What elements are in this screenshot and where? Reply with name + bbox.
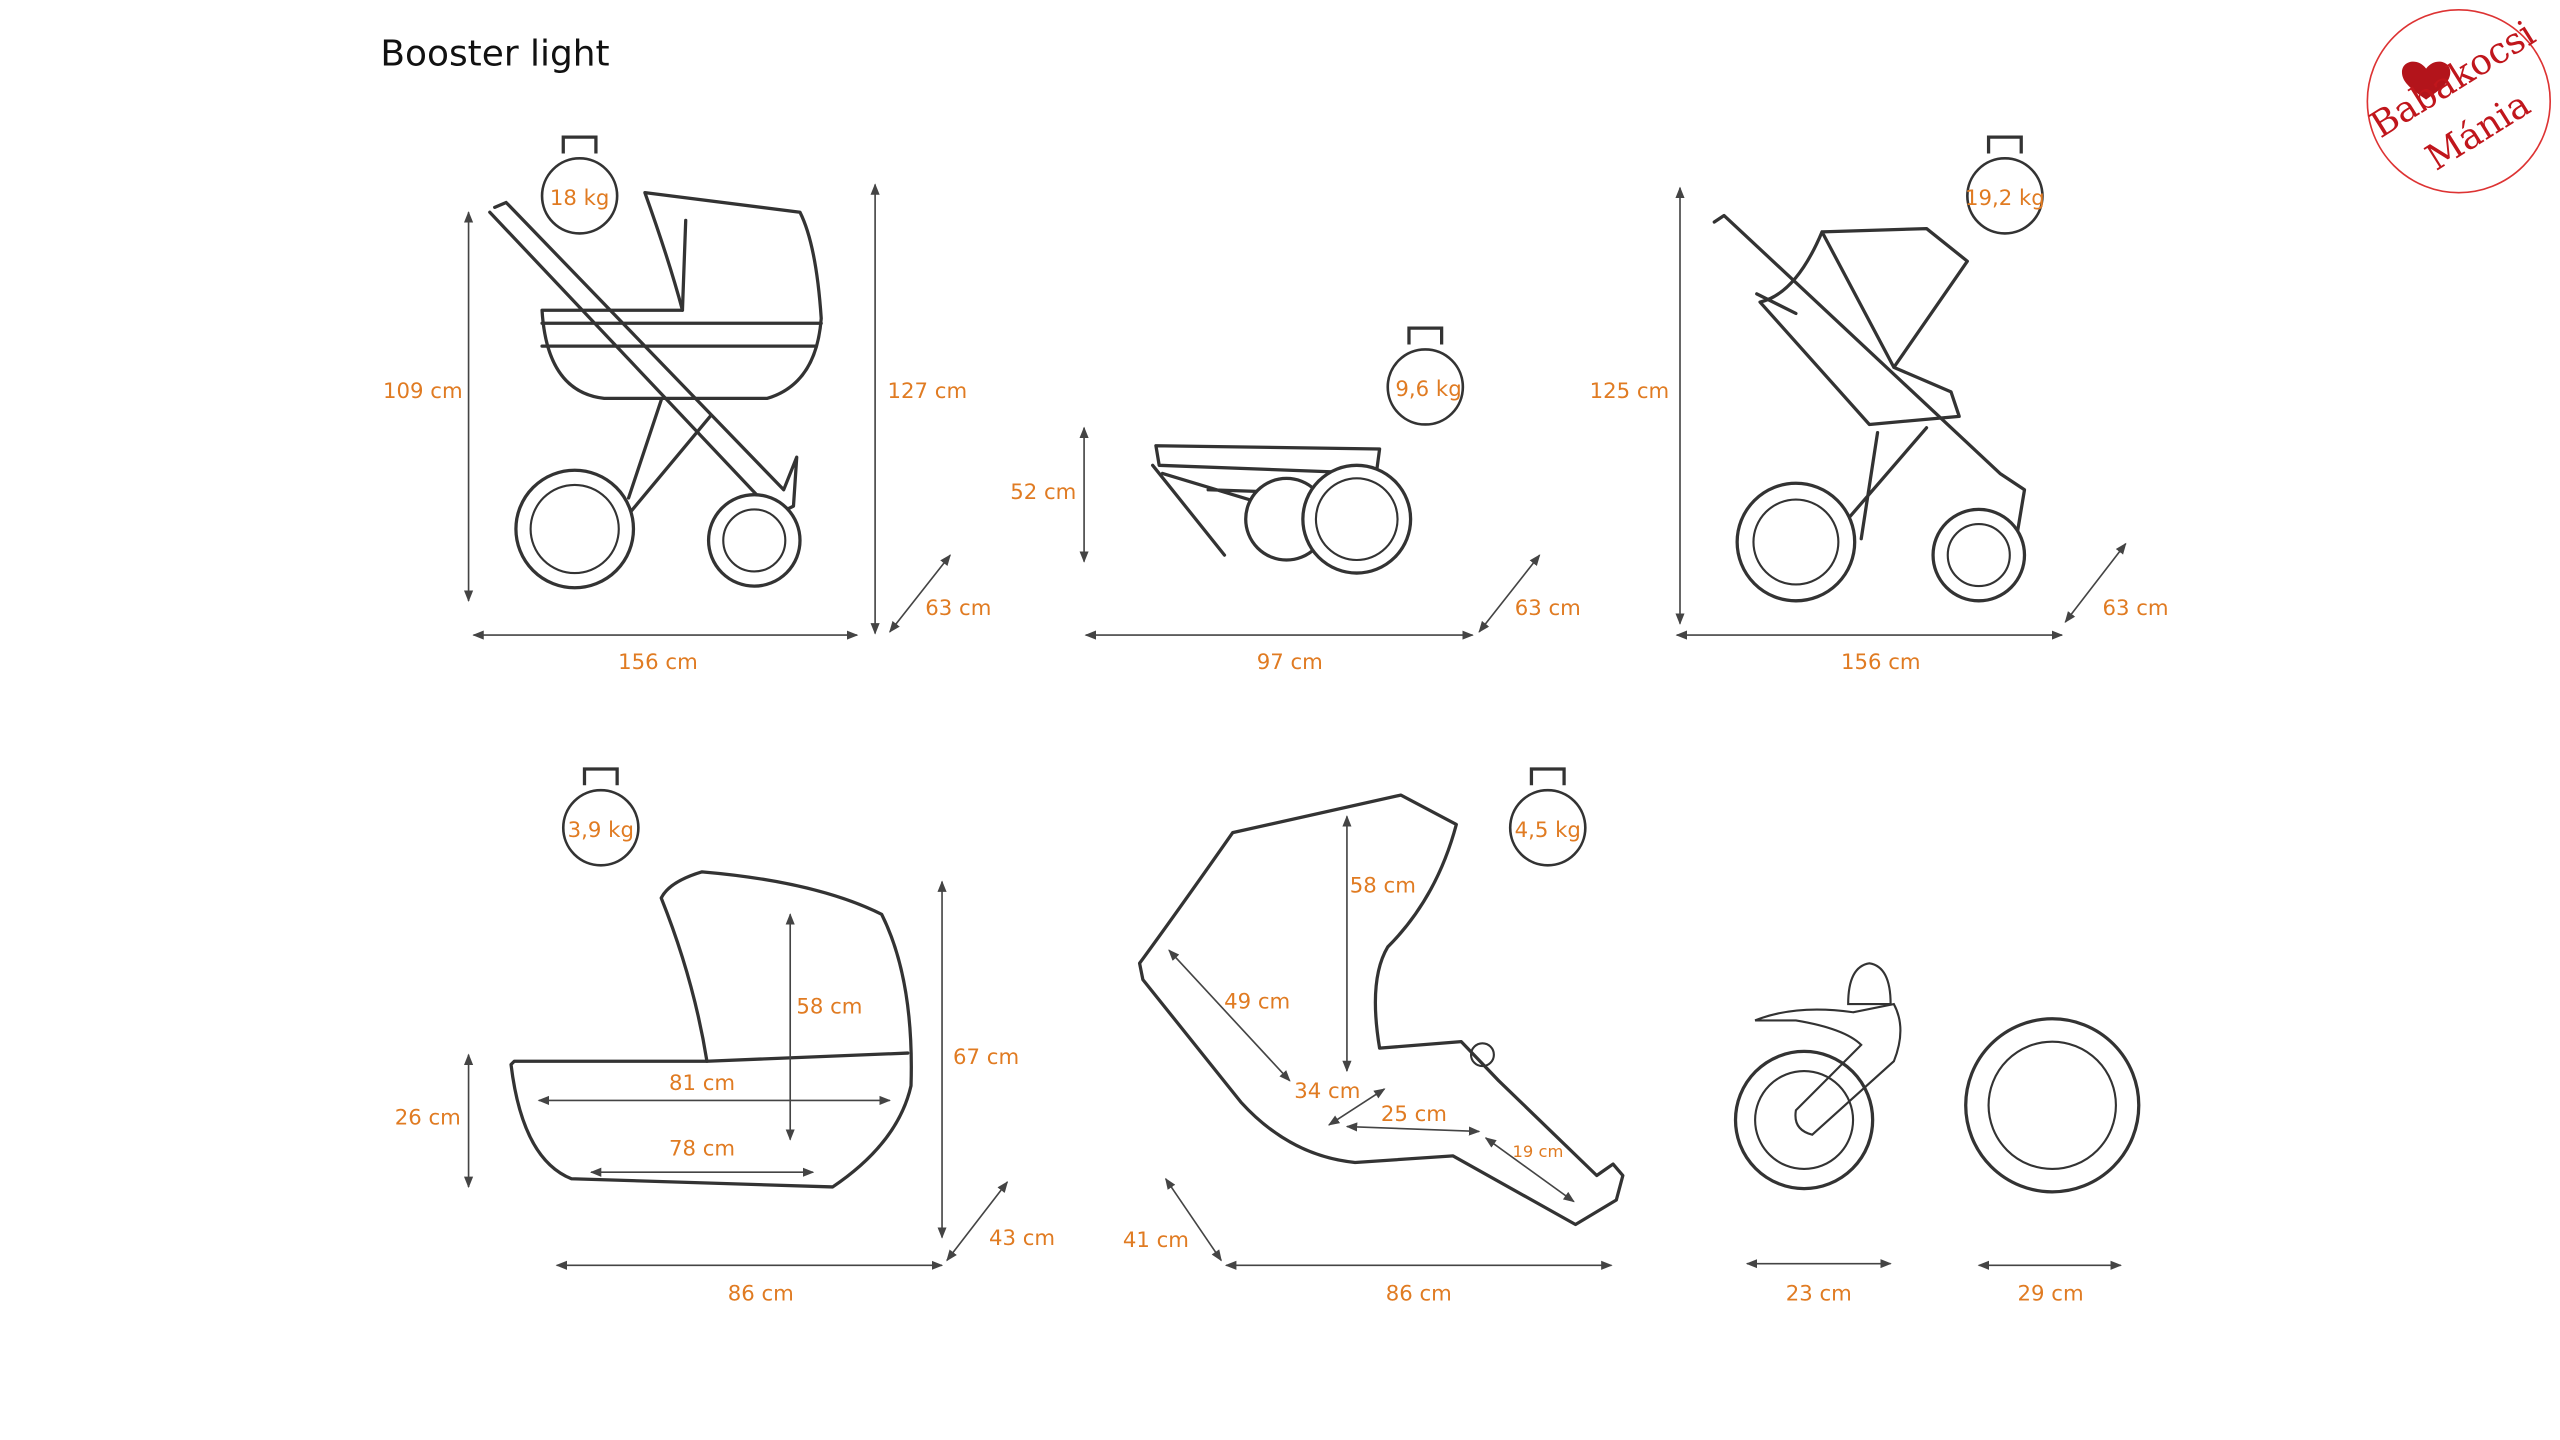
front-wheel-drawing (1733, 962, 1902, 1191)
carrycot-inner-height: 58 cm (796, 994, 862, 1019)
seat-drawing (1137, 793, 1625, 1227)
carrycot-drawing (509, 870, 913, 1189)
heart-icon (2401, 61, 2451, 100)
seat-length: 86 cm (1386, 1282, 1452, 1307)
carrycot-total-height: 67 cm (953, 1045, 1019, 1070)
seat-width: 34 cm (1294, 1079, 1360, 1104)
carrycot-inner-length: 78 cm (669, 1136, 735, 1161)
front-wheel-size: 23 cm (1786, 1282, 1852, 1307)
stroller-weight: 19,2 kg (1965, 186, 2045, 211)
pram-height-handle: 109 cm (383, 379, 463, 404)
page-title: Booster light (380, 33, 609, 74)
seat-footrest: 19 cm (1513, 1142, 1564, 1161)
seat-weight: 4,5 kg (1515, 818, 1581, 843)
stroller-width: 63 cm (2102, 596, 2168, 621)
folded-width: 63 cm (1515, 596, 1581, 621)
pram-weight: 18 kg (550, 186, 610, 211)
stroller-length: 156 cm (1841, 650, 1921, 675)
carrycot-top-length: 81 cm (669, 1071, 735, 1096)
carrycot-side-height: 26 cm (395, 1105, 461, 1130)
carrycot-length: 86 cm (728, 1282, 794, 1307)
pram-length: 156 cm (618, 650, 698, 675)
rear-wheel-drawing (1964, 1017, 2141, 1194)
pram-drawing (488, 191, 823, 590)
folded-length: 97 cm (1257, 650, 1323, 675)
pram-height-total: 127 cm (888, 379, 968, 404)
carrycot-weight: 3,9 kg (568, 818, 634, 843)
folded-drawing (1151, 444, 1413, 575)
rear-wheel-size: 29 cm (2018, 1282, 2084, 1307)
seat-width-side: 41 cm (1123, 1228, 1189, 1253)
seat-depth: 25 cm (1381, 1102, 1447, 1127)
folded-weight: 9,6 kg (1395, 377, 1461, 402)
carrycot-width: 43 cm (989, 1226, 1055, 1251)
seat-back-length: 49 cm (1224, 989, 1290, 1014)
seat-back-height: 58 cm (1350, 874, 1416, 899)
stroller-height: 125 cm (1590, 379, 1670, 404)
stroller-drawing (1712, 213, 2027, 603)
brand-logo: Babakocsi Mánia (2363, 8, 2552, 194)
folded-height: 52 cm (1010, 480, 1076, 505)
pram-width: 63 cm (925, 596, 991, 621)
